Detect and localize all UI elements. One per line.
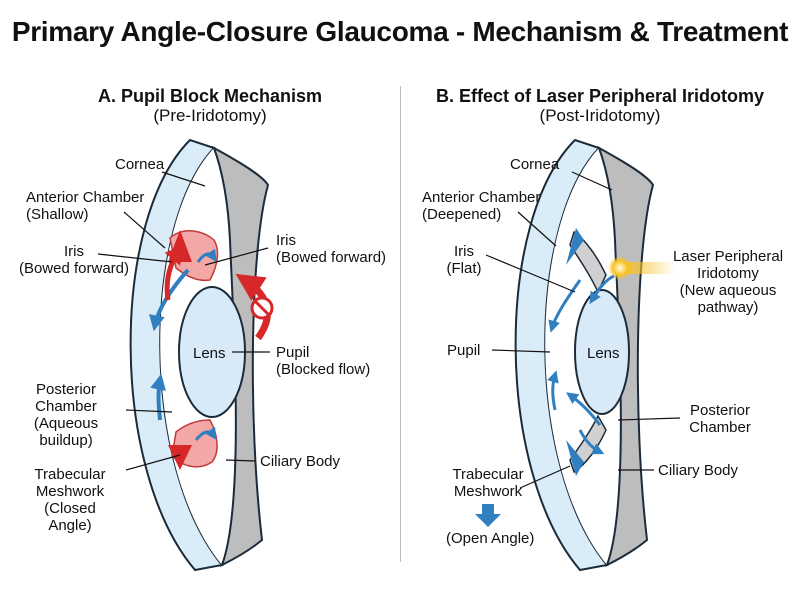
label-posterior-chamber-b: Posterior Chamber — [689, 402, 751, 436]
label-anterior-chamber-a: Anterior Chamber (Shallow) — [26, 189, 145, 223]
leader-pupil-b — [491, 349, 551, 353]
laser-beam — [620, 262, 675, 274]
flow-arrow-a4 — [194, 426, 217, 441]
leader-iris-b — [485, 254, 576, 293]
label-trabecular-a: Trabecular Meshwork (Closed Angle) — [34, 466, 106, 534]
bowing-arrow-a — [164, 243, 186, 301]
label-cornea-a: Cornea — [115, 156, 165, 173]
label-ciliary-a: Ciliary Body — [260, 453, 341, 470]
panel-divider — [400, 86, 401, 562]
leader-tm-a — [125, 454, 181, 471]
label-anterior-chamber-b: Anterior Chamber (Deepened) — [422, 189, 541, 223]
flow-arrow-b1 — [589, 274, 615, 305]
label-cornea-b: Cornea — [510, 156, 560, 173]
leader-ac-a — [123, 211, 166, 249]
leader-iris-right-a — [204, 247, 269, 266]
panel-a-diagram — [97, 138, 274, 572]
lens-b — [574, 289, 630, 415]
laser-spot — [608, 256, 632, 280]
flow-arrow-b4 — [566, 392, 602, 426]
leader-cornea-b — [571, 171, 613, 191]
label-posterior-chamber-a: Posterior Chamber (Aqueous buildup) — [33, 381, 99, 449]
leader-ac-b — [517, 211, 557, 247]
panel-b-title: B. Effect of Laser Peripheral Iridotomy — [435, 86, 765, 106]
flow-arrow-b5 — [578, 429, 605, 455]
label-pupil-b: Pupil — [447, 342, 481, 359]
panel-a-title: A. Pupil Block Mechanism — [97, 86, 323, 106]
closed-angle-lower — [168, 445, 192, 470]
label-pupil-a: Pupil (Blocked flow) — [276, 344, 371, 378]
panel-b-subtitle: (Post-Iridotomy) — [539, 106, 661, 125]
panel-b-diagram — [475, 138, 681, 572]
leader-ciliary-a — [225, 459, 256, 462]
label-iris-left-a: Iris (Bowed forward) — [18, 243, 130, 277]
label-laser-b: Laser Peripheral Iridotomy (New aqueous … — [672, 248, 784, 316]
flow-arrow-a3 — [196, 248, 217, 263]
label-lens-a: Lens — [193, 345, 226, 362]
leader-tm-b — [519, 465, 571, 489]
leader-iris-left-a — [97, 253, 173, 263]
label-trabecular-b: Trabecular Meshwork — [452, 466, 524, 500]
main-title: Primary Angle-Closure Glaucoma - Mechani… — [11, 16, 789, 47]
panel-a-subtitle: (Pre-Iridotomy) — [153, 106, 267, 125]
open-angle-lower — [566, 440, 584, 476]
open-angle-upper — [566, 228, 584, 265]
label-iris-right-a: Iris (Bowed forward) — [276, 232, 387, 266]
label-lens-b: Lens — [587, 345, 620, 362]
label-iris-b: Iris (Flat) — [446, 243, 482, 277]
leader-pc-a — [125, 409, 173, 413]
leader-pc-b — [617, 417, 681, 421]
flow-arrow-b2 — [548, 279, 582, 333]
blocked-symbol — [250, 296, 274, 320]
flow-arrow-a2 — [150, 373, 166, 421]
flow-arrow-b3 — [547, 370, 559, 411]
label-ciliary-b: Ciliary Body — [658, 462, 739, 479]
leader-cornea-a — [161, 171, 206, 187]
open-angle-arrow — [475, 504, 501, 527]
label-open-angle-b: (Open Angle) — [446, 530, 535, 547]
